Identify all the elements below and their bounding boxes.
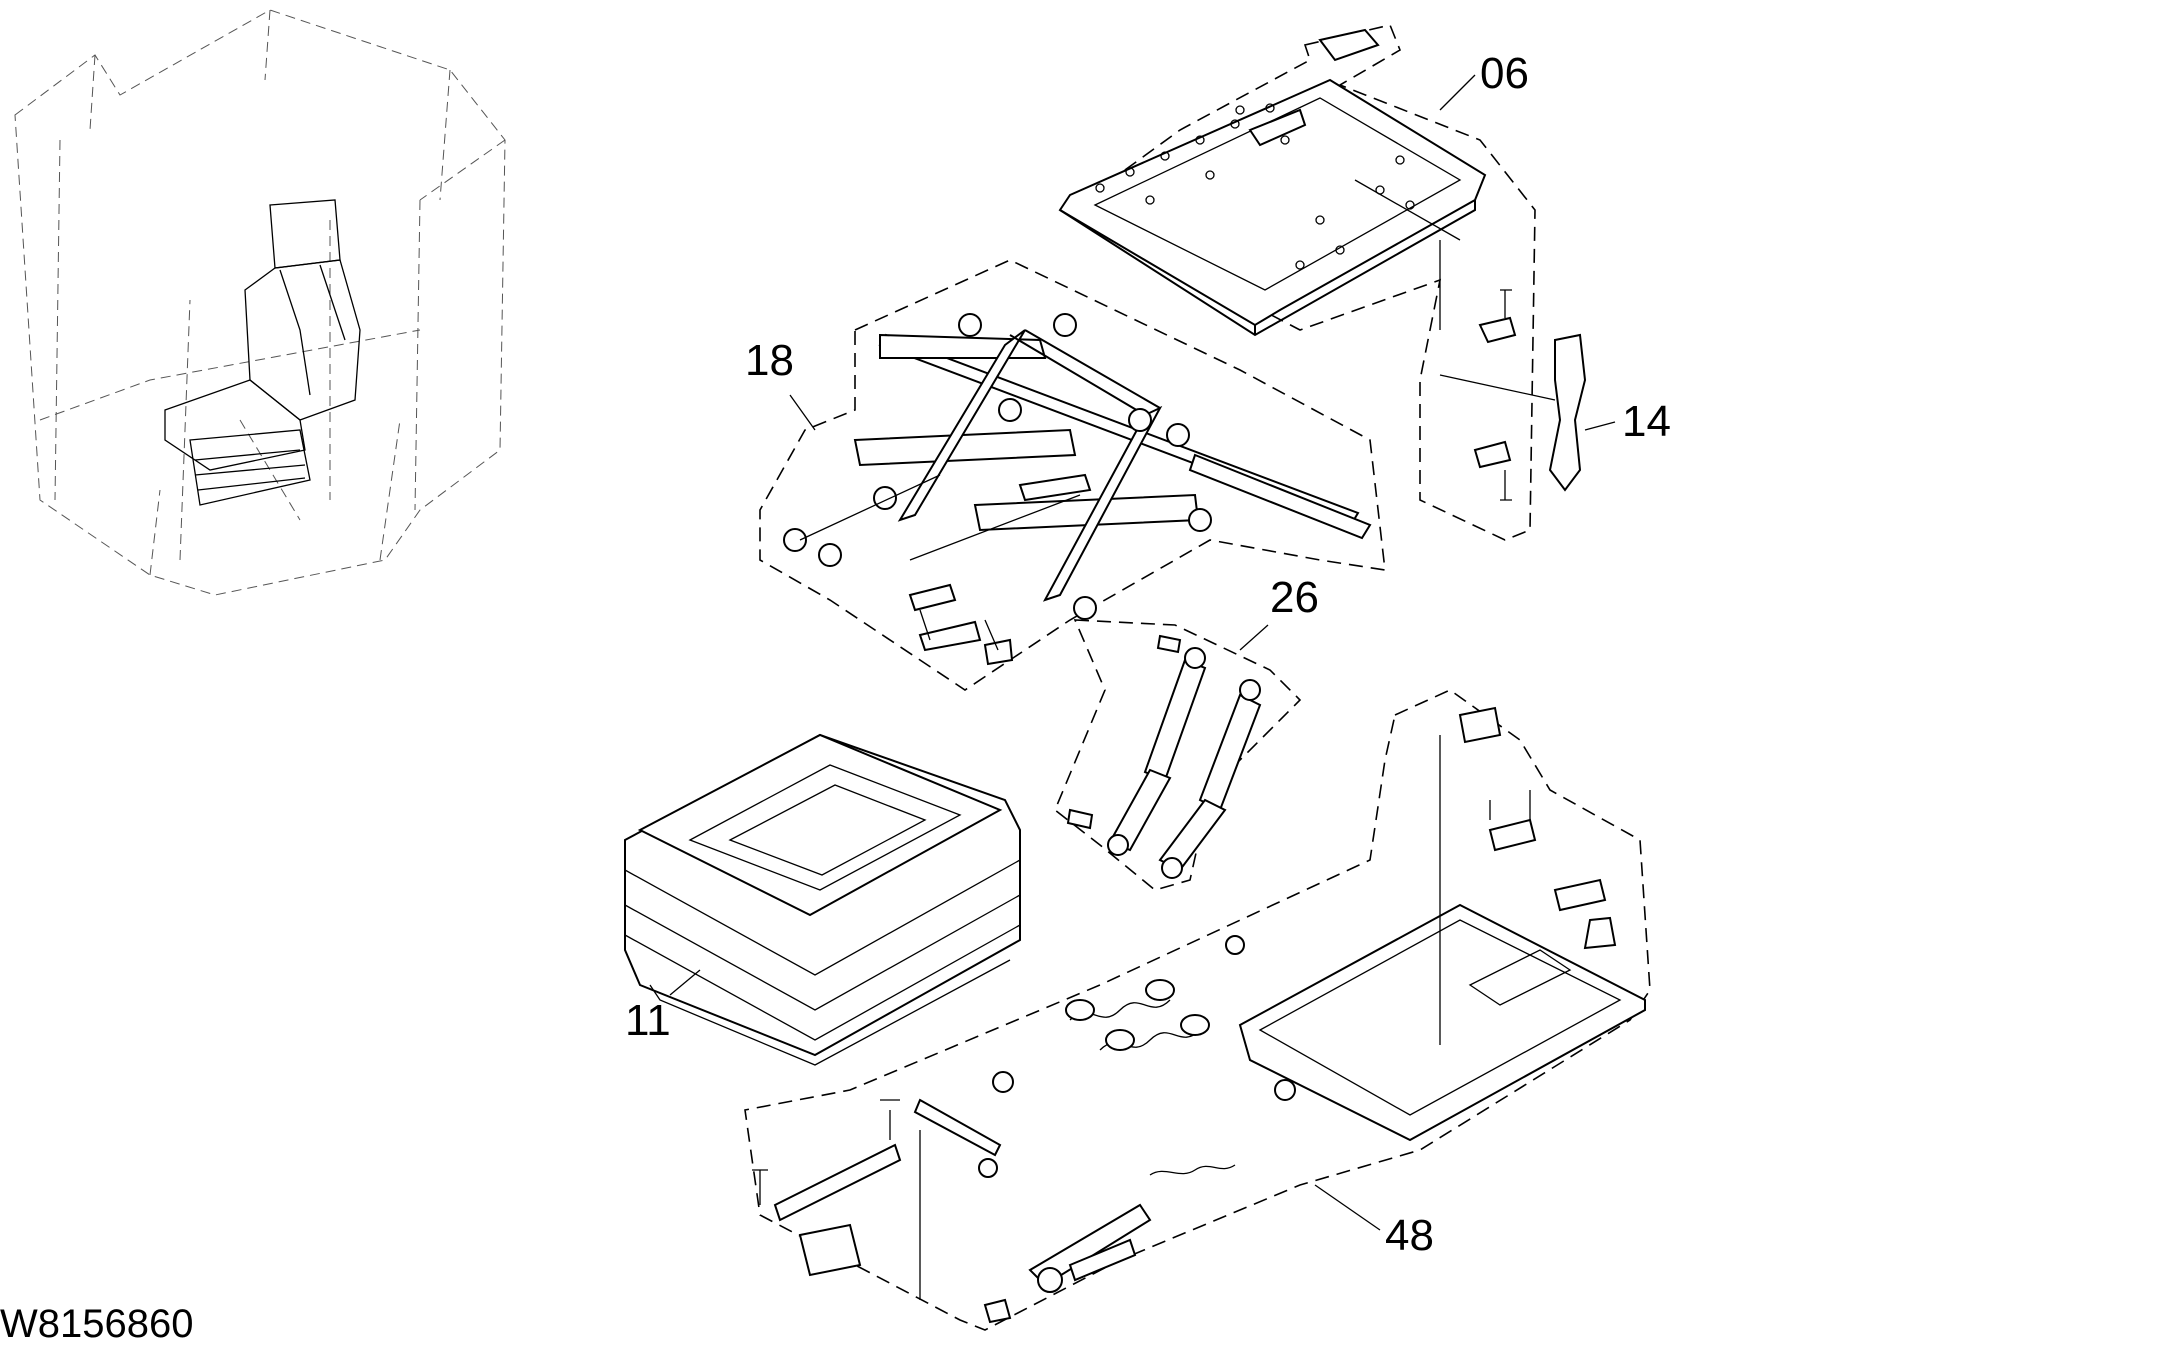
callout-18: 18 — [745, 336, 815, 430]
callout-11: 11 — [625, 970, 700, 1045]
callout-14: 14 — [1585, 397, 1671, 446]
part-48-lower-frame — [745, 690, 1650, 1330]
part-26-shock-absorbers — [1055, 620, 1300, 890]
drawing-number: W8156860 — [0, 1302, 193, 1346]
part-14-handle — [1440, 335, 1585, 490]
callout-06: 06 — [1440, 49, 1529, 110]
callout-26: 26 — [1240, 573, 1319, 650]
svg-text:18: 18 — [745, 336, 794, 385]
svg-text:48: 48 — [1385, 1211, 1434, 1260]
part-11-bellows — [625, 735, 1020, 1065]
svg-text:14: 14 — [1622, 397, 1671, 446]
part-18-scissor-mechanism — [760, 260, 1385, 690]
part-06-base-plate — [1060, 25, 1535, 540]
springs — [1066, 936, 1244, 1050]
cab-thumbnail — [15, 10, 505, 595]
svg-text:06: 06 — [1480, 49, 1529, 98]
seat-thumbnail — [165, 200, 360, 505]
scissor-bushings — [784, 314, 1211, 619]
svg-text:11: 11 — [625, 996, 671, 1045]
callout-48: 48 — [1315, 1185, 1434, 1260]
svg-text:26: 26 — [1270, 573, 1319, 622]
